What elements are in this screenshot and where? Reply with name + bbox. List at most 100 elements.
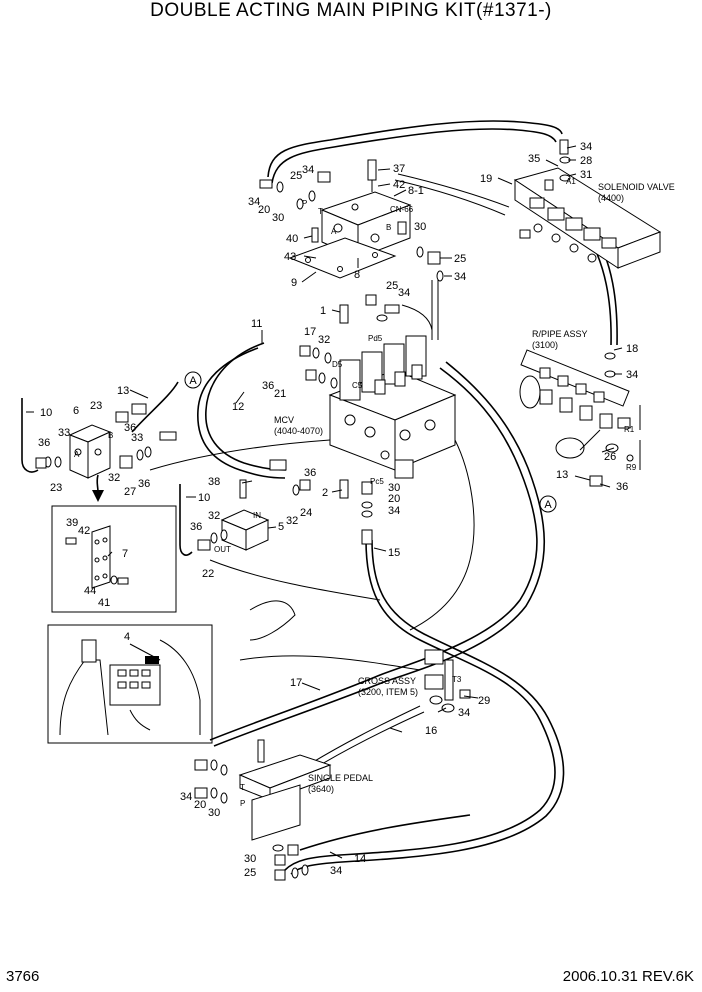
callout: 25: [244, 867, 256, 879]
callout: 13: [556, 469, 568, 481]
callout: 8-1: [408, 185, 424, 197]
callout: 33: [131, 432, 143, 444]
r-pipe-assembly: [519, 349, 641, 487]
svg-text:MCV: MCV: [274, 415, 294, 425]
callout: 39: [66, 517, 78, 529]
callout: 34: [248, 196, 260, 208]
svg-text:A1: A1: [566, 177, 576, 186]
solenoid-valve: [513, 139, 662, 269]
callout-numbers: 34 28 35 31 19 37 25 34 42 8-1 34 20 30 …: [38, 141, 638, 879]
cross-assembly: [424, 649, 471, 713]
callout: 8: [354, 269, 360, 281]
callout: 37: [393, 163, 405, 175]
callout: 1: [320, 305, 326, 317]
callout: 34: [302, 164, 314, 176]
callout: 14: [354, 853, 366, 865]
callout: 41: [98, 597, 110, 609]
callout: 34: [580, 141, 592, 153]
callout: 19: [480, 173, 492, 185]
callout: 44: [84, 585, 96, 597]
svg-text:R1: R1: [624, 425, 635, 434]
assembly-notes: SOLENOID VALVE (4400) R/PIPE ASSY (3100)…: [274, 182, 675, 794]
svg-text:P: P: [240, 799, 245, 808]
svg-text:R9: R9: [626, 463, 637, 472]
callout: 34: [180, 791, 192, 803]
callout: 32: [318, 334, 330, 346]
callout: 32: [286, 515, 298, 527]
single-pedal: [194, 739, 332, 881]
part-five-block: [197, 459, 287, 551]
callout: 36: [124, 422, 136, 434]
svg-text:CROSS ASSY: CROSS ASSY: [358, 676, 416, 686]
callout: 43: [284, 251, 296, 263]
callout: 38: [208, 476, 220, 488]
port-markings: P T A B CN-66 A1 Pd5 D5 C5 Pc5 R1 R9 IN …: [74, 177, 637, 808]
callout: 21: [274, 388, 286, 400]
callout: 20: [194, 799, 206, 811]
callout: 20: [258, 204, 270, 216]
revision-date: 2006.10.31 REV.6K: [562, 968, 694, 985]
callout: 35: [528, 153, 540, 165]
callout: 10: [40, 407, 52, 419]
svg-text:B: B: [108, 431, 113, 440]
connector-a-top: A: [184, 371, 202, 389]
upper-manifold-block: [259, 159, 444, 282]
callout: 29: [478, 695, 490, 707]
callout: 42: [393, 179, 405, 191]
svg-text:T: T: [240, 783, 245, 792]
callout: 30: [244, 853, 256, 865]
callout: 10: [198, 492, 210, 504]
callout: 27: [124, 486, 136, 498]
hose-lines: [21, 120, 618, 875]
callout: 34: [388, 505, 400, 517]
svg-text:P: P: [302, 199, 307, 208]
callout: 12: [232, 401, 244, 413]
svg-text:(4040-4070): (4040-4070): [274, 426, 323, 436]
callout: 18: [626, 343, 638, 355]
callout: 34: [398, 287, 410, 299]
svg-text:OUT: OUT: [214, 545, 231, 554]
callout: 30: [414, 221, 426, 233]
page-number: 3766: [6, 968, 40, 985]
callout: 15: [388, 547, 400, 559]
callout: 36: [304, 467, 316, 479]
callout: 9: [291, 277, 297, 289]
main-control-valve: [292, 294, 457, 545]
svg-text:SOLENOID VALVE: SOLENOID VALVE: [598, 182, 675, 192]
detail-box-console: [47, 624, 213, 744]
callout: 4: [124, 631, 130, 643]
callout: 42: [78, 525, 90, 537]
callout: 34: [330, 865, 342, 877]
svg-text:R/PIPE ASSY: R/PIPE ASSY: [532, 329, 588, 339]
callout: 23: [50, 482, 62, 494]
callout: 36: [262, 380, 274, 392]
callout: 17: [290, 677, 302, 689]
callout: 22: [202, 568, 214, 580]
callout: 6: [73, 405, 79, 417]
svg-text:SINGLE PEDAL: SINGLE PEDAL: [308, 773, 373, 783]
callout: 23: [90, 400, 102, 412]
svg-text:Pd5: Pd5: [368, 334, 383, 343]
callout: 25: [454, 253, 466, 265]
svg-text:A: A: [74, 450, 80, 459]
callout: 30: [208, 807, 220, 819]
svg-text:T3: T3: [452, 675, 462, 684]
svg-text:CN-66: CN-66: [390, 205, 414, 214]
callout: 11: [251, 318, 262, 330]
callout: 33: [58, 427, 70, 439]
callout: 32: [108, 472, 120, 484]
callout: 36: [38, 437, 50, 449]
callout: 30: [272, 212, 284, 224]
svg-text:(3640): (3640): [308, 784, 334, 794]
callout: 36: [190, 521, 202, 533]
callout: 17: [304, 326, 316, 338]
svg-text:(3200, ITEM 5): (3200, ITEM 5): [358, 687, 418, 697]
svg-text:(3100): (3100): [532, 340, 558, 350]
callout: 32: [208, 510, 220, 522]
callout: 26: [604, 451, 616, 463]
callout: 20: [388, 493, 400, 505]
svg-text:A: A: [189, 375, 197, 387]
svg-text:IN: IN: [253, 511, 261, 520]
leader-lines: [26, 145, 623, 859]
